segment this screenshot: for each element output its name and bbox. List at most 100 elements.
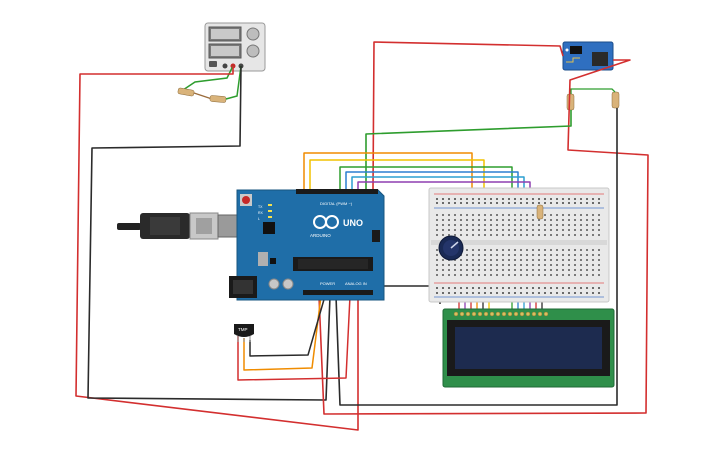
- breadboard-hole: [598, 264, 600, 266]
- breadboard-hole: [562, 264, 564, 266]
- breadboard-hole: [484, 224, 486, 226]
- breadboard-hole: [586, 254, 588, 256]
- lcd-pin: [459, 311, 465, 317]
- breadboard-hole: [508, 219, 510, 221]
- breadboard-hole: [472, 224, 474, 226]
- breadboard-hole: [436, 287, 438, 289]
- digital-header-label: DIGITAL (PWM ~): [320, 201, 353, 206]
- breadboard-hole: [442, 198, 444, 200]
- breadboard-hole: [598, 259, 600, 261]
- breadboard-hole: [556, 264, 558, 266]
- breadboard-hole: [460, 224, 462, 226]
- breadboard-hole: [592, 264, 594, 266]
- breadboard-hole: [586, 287, 588, 289]
- breadboard-hole: [484, 234, 486, 236]
- breadboard-hole: [448, 264, 450, 266]
- breadboard-hole: [466, 202, 468, 204]
- breadboard-hole: [508, 198, 510, 200]
- breadboard-hole: [598, 269, 600, 271]
- breadboard-hole: [460, 259, 462, 261]
- lcd-pin: [513, 311, 519, 317]
- esp8266-module[interactable]: [562, 41, 614, 71]
- breadboard-hole: [496, 224, 498, 226]
- breadboard-hole: [586, 259, 588, 261]
- breadboard-hole: [568, 249, 570, 251]
- lcd-pin: [525, 311, 531, 317]
- breadboard-hole: [466, 198, 468, 200]
- breadboard-hole: [538, 234, 540, 236]
- breadboard-hole: [592, 287, 594, 289]
- breadboard-hole: [568, 269, 570, 271]
- breadboard-hole: [496, 249, 498, 251]
- breadboard-hole: [448, 214, 450, 216]
- breadboard-hole: [550, 269, 552, 271]
- analog-header-label: ANALOG IN: [345, 281, 367, 286]
- breadboard-hole: [544, 259, 546, 261]
- breadboard-hole: [586, 219, 588, 221]
- breadboard-hole: [472, 292, 474, 294]
- breadboard-hole: [502, 219, 504, 221]
- breadboard-hole: [478, 214, 480, 216]
- breadboard-hole: [496, 214, 498, 216]
- breadboard-hole: [556, 234, 558, 236]
- breadboard-hole: [442, 269, 444, 271]
- breadboard-hole: [508, 229, 510, 231]
- breadboard-hole: [598, 292, 600, 294]
- breadboard-hole: [466, 264, 468, 266]
- breadboard-hole: [526, 229, 528, 231]
- arduino-uno[interactable]: UNO ARDUINO DIGITAL (PWM ~) TX RX L POWE…: [229, 189, 385, 301]
- breadboard-hole: [598, 202, 600, 204]
- breadboard-hole: [496, 259, 498, 261]
- breadboard-hole: [478, 224, 480, 226]
- breadboard-hole: [460, 202, 462, 204]
- lcd-16x2-icon[interactable]: [442, 308, 615, 388]
- supply-terminal-black[interactable]: [222, 63, 228, 69]
- breadboard-hole: [544, 224, 546, 226]
- tmp36-sensor-icon[interactable]: TMP: [234, 324, 254, 342]
- breadboard-hole: [568, 224, 570, 226]
- breadboard[interactable]: [428, 187, 610, 303]
- breadboard-hole: [490, 274, 492, 276]
- breadboard-hole: [526, 219, 528, 221]
- power-supply[interactable]: [204, 22, 266, 72]
- breadboard-hole: [526, 198, 528, 200]
- breadboard-hole: [562, 292, 564, 294]
- resistor-backlight[interactable]: [536, 204, 544, 220]
- potentiometer-knob-icon[interactable]: [438, 235, 464, 261]
- breadboard-hole: [532, 274, 534, 276]
- breadboard-hole: [484, 198, 486, 200]
- breadboard-hole: [514, 202, 516, 204]
- breadboard-hole: [502, 202, 504, 204]
- breadboard-hole: [484, 259, 486, 261]
- breadboard-hole: [550, 234, 552, 236]
- breadboard-hole: [544, 219, 546, 221]
- lcd-pin: [471, 311, 477, 317]
- breadboard-hole: [520, 202, 522, 204]
- breadboard-hole: [526, 287, 528, 289]
- breadboard-hole: [538, 198, 540, 200]
- breadboard-hole: [586, 234, 588, 236]
- breadboard-hole: [442, 219, 444, 221]
- breadboard-hole: [448, 202, 450, 204]
- breadboard-hole: [538, 202, 540, 204]
- sensor-label: TMP: [238, 327, 248, 332]
- breadboard-hole: [556, 198, 558, 200]
- breadboard-hole: [460, 287, 462, 289]
- resistor-divider-esp[interactable]: [566, 88, 620, 111]
- breadboard-hole: [496, 219, 498, 221]
- breadboard-hole: [544, 287, 546, 289]
- breadboard-hole: [556, 292, 558, 294]
- resistor-divider-supply[interactable]: [177, 65, 242, 103]
- breadboard-hole: [550, 229, 552, 231]
- breadboard-hole: [508, 287, 510, 289]
- breadboard-hole: [592, 269, 594, 271]
- breadboard-hole: [598, 224, 600, 226]
- breadboard-hole: [568, 229, 570, 231]
- breadboard-hole: [478, 287, 480, 289]
- breadboard-hole: [520, 269, 522, 271]
- breadboard-hole: [556, 287, 558, 289]
- breadboard-hole: [466, 219, 468, 221]
- breadboard-hole: [568, 219, 570, 221]
- breadboard-hole: [496, 229, 498, 231]
